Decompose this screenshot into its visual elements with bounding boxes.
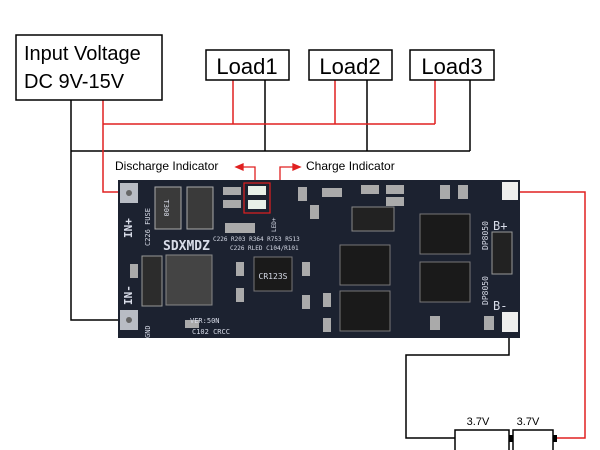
fuse-label: T300 <box>162 200 170 217</box>
load2-box: Load2 <box>308 49 393 81</box>
charge-indicator-label: Charge Indicator <box>306 159 395 173</box>
discharge-indicator-label: Discharge Indicator <box>115 159 218 173</box>
fuse-silk-label: C226 FUSE <box>144 208 152 246</box>
led-silk-label: LED+ <box>271 217 278 232</box>
gnd-label: GND <box>144 325 152 338</box>
bottom-code-label: C102 CRCC <box>192 328 230 336</box>
ic-label: CR123S <box>259 272 288 281</box>
in-plus-label: IN+ <box>122 218 135 238</box>
battery-1: 3.7V <box>454 416 513 450</box>
battery-2: 3.7V <box>512 416 557 450</box>
silk-row1: C226 R203 R364 R753 R513 <box>213 236 300 243</box>
pcb-board: T300 CR123S SDX <box>118 180 520 338</box>
load1-label: Load1 <box>216 54 277 79</box>
load3-label: Load3 <box>421 54 482 79</box>
led-indicators <box>243 182 271 214</box>
battery-1-voltage: 3.7V <box>467 416 490 428</box>
b-plus-pad <box>502 182 518 200</box>
negative-wires <box>70 80 510 439</box>
input-range-label: DC 9V-15V <box>24 71 125 93</box>
brand-label: SDXMDZ <box>163 239 210 254</box>
input-voltage-label: Input Voltage <box>24 43 141 65</box>
silk-row2: C226 RLED C104/R101 <box>230 245 299 252</box>
load1-box: Load1 <box>205 49 290 81</box>
load2-label: Load2 <box>319 54 380 79</box>
mosfet2-label: DP8050 <box>481 276 490 305</box>
b-minus-pad <box>502 312 518 332</box>
b-minus-label: B- <box>493 299 507 313</box>
mosfet1-label: DP8050 <box>481 221 490 250</box>
b-plus-label: B+ <box>493 219 507 233</box>
load3-box: Load3 <box>409 49 495 81</box>
input-voltage-box: Input Voltage DC 9V-15V <box>15 34 163 101</box>
positive-wires <box>102 80 586 439</box>
battery-2-voltage: 3.7V <box>517 416 540 428</box>
in-minus-label: IN- <box>122 285 135 305</box>
version-label: VER:50N <box>190 317 220 325</box>
